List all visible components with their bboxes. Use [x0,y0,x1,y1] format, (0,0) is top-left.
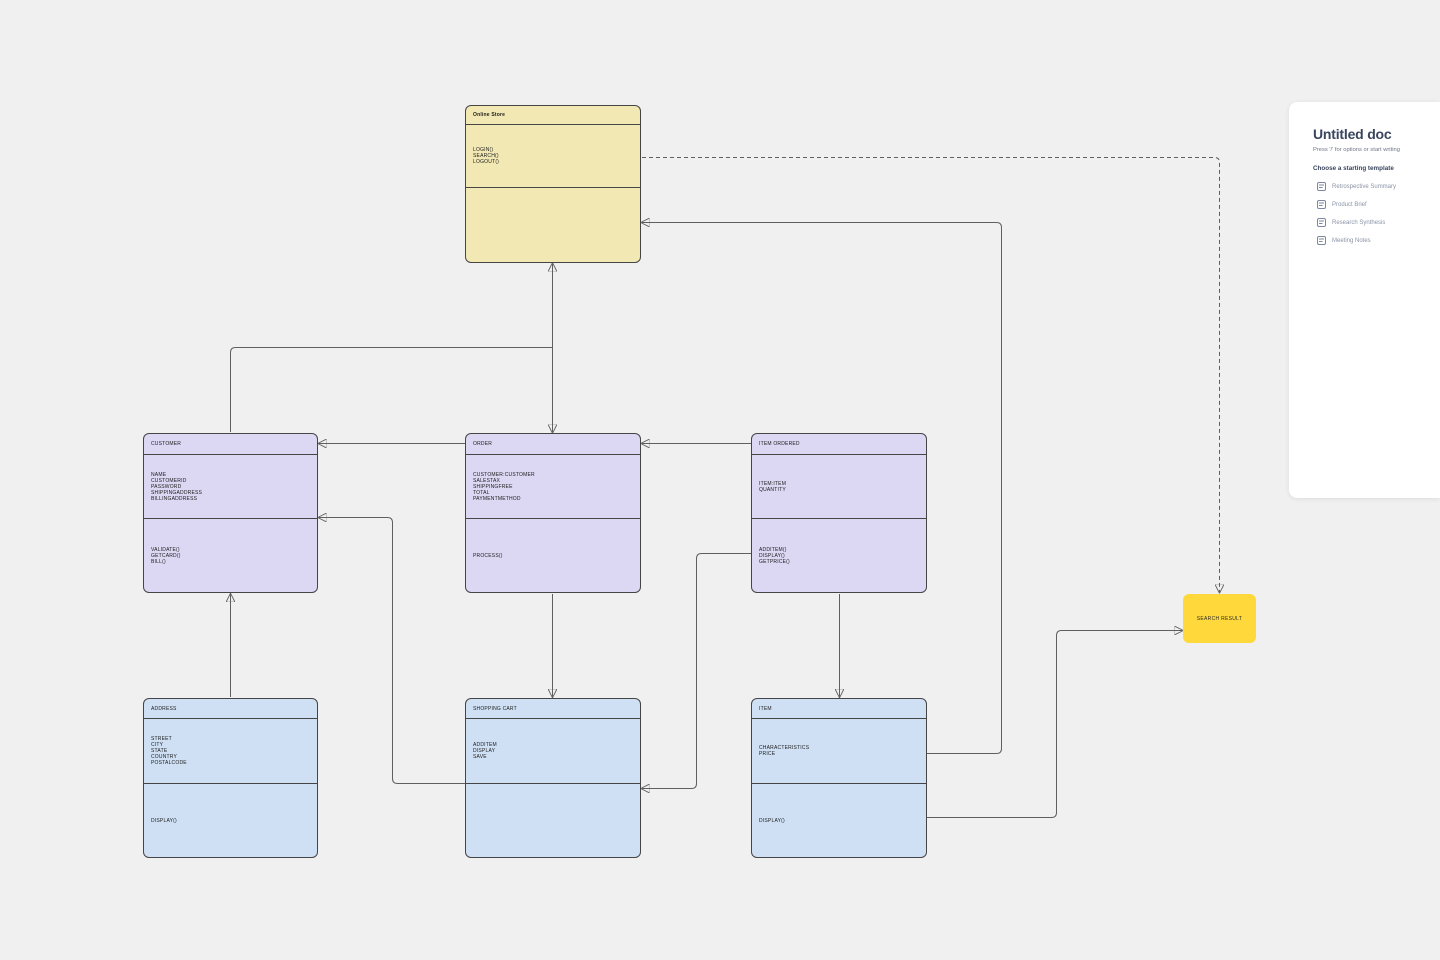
template-section-header: Choose a starting template [1313,165,1394,172]
class-attributes: LOGIN() SEARCH() LOGOUT() [466,124,640,187]
class-methods: ADDITEM() DISPLAY() GETPRICE() [752,518,926,592]
class-title: ITEM ORDERED [759,441,800,447]
connector-item-online-store[interactable] [642,223,1002,754]
class-box-online-store[interactable]: Online Store LOGIN() SEARCH() LOGOUT() [465,105,641,263]
template-icon [1317,236,1326,245]
class-title: CUSTOMER [151,441,182,447]
template-icon [1317,182,1326,191]
template-icon [1317,200,1326,209]
class-attributes: CHARACTERISTICS PRICE [752,718,926,783]
class-attributes: STREET CITY STATE COUNTRY POSTALCODE [144,718,317,783]
connector-online-store-search-result-dashed[interactable] [642,157,1220,593]
connector-customer-branch[interactable] [230,347,553,433]
class-methods: PROCESS() [466,518,640,592]
connector-item-search-result[interactable] [927,631,1182,818]
class-attributes: CUSTOMER:CUSTOMER SALESTAX SHIPPINGFREE … [466,454,640,518]
class-attributes: ADDITEM DISPLAY SAVE [466,718,640,783]
class-methods [466,783,640,857]
class-title: ORDER [473,441,493,447]
class-attributes: NAME CUSTOMERID PASSWORD SHIPPINGADDRESS… [144,454,317,518]
template-item-meeting-notes[interactable]: Meeting Notes [1313,236,1428,245]
class-methods: VALIDATE() GETCARD() BILL() [144,518,317,592]
class-box-customer[interactable]: CUSTOMER NAME CUSTOMERID PASSWORD SHIPPI… [143,433,318,593]
template-label: Retrospective Summary [1332,183,1397,190]
class-title: SHOPPING CART [473,705,517,712]
class-title: ADDRESS [151,705,177,712]
template-item-retrospective-summary[interactable]: Retrospective Summary [1313,182,1428,191]
shape-search-result[interactable]: SEARCH RESULT [1183,594,1256,643]
connector-item-ordered-shopping-cart[interactable] [642,553,751,789]
class-title: ITEM [759,705,772,712]
class-methods [466,187,640,262]
connector-shopping-cart-customer[interactable] [319,518,465,784]
class-box-address[interactable]: ADDRESS STREET CITY STATE COUNTRY POSTAL… [143,698,318,858]
doc-hint: Press '/' for options or start writing [1313,147,1400,153]
class-box-item[interactable]: ITEM CHARACTERISTICS PRICE DISPLAY() [751,698,927,858]
doc-panel: Untitled doc Press '/' for options or st… [1289,102,1440,498]
template-item-research-synthesis[interactable]: Research Synthesis [1313,218,1428,227]
doc-title[interactable]: Untitled doc [1313,126,1392,142]
template-label: Product Brief [1332,201,1367,208]
class-box-order[interactable]: ORDER CUSTOMER:CUSTOMER SALESTAX SHIPPIN… [465,433,641,593]
class-attributes: ITEM:ITEM QUANTITY [752,454,926,518]
template-item-product-brief[interactable]: Product Brief [1313,200,1428,209]
template-label: Research Synthesis [1332,219,1386,226]
class-box-shopping-cart[interactable]: SHOPPING CART ADDITEM DISPLAY SAVE [465,698,641,858]
search-result-label: SEARCH RESULT [1196,615,1243,622]
template-label: Meeting Notes [1332,237,1371,244]
class-box-item-ordered[interactable]: ITEM ORDERED ITEM:ITEM QUANTITY ADDITEM(… [751,433,927,593]
class-methods: DISPLAY() [144,783,317,857]
class-methods: DISPLAY() [752,783,926,857]
class-title: Online Store [473,112,506,118]
template-icon [1317,218,1326,227]
template-list: Retrospective Summary Product Brief Rese… [1313,182,1428,245]
